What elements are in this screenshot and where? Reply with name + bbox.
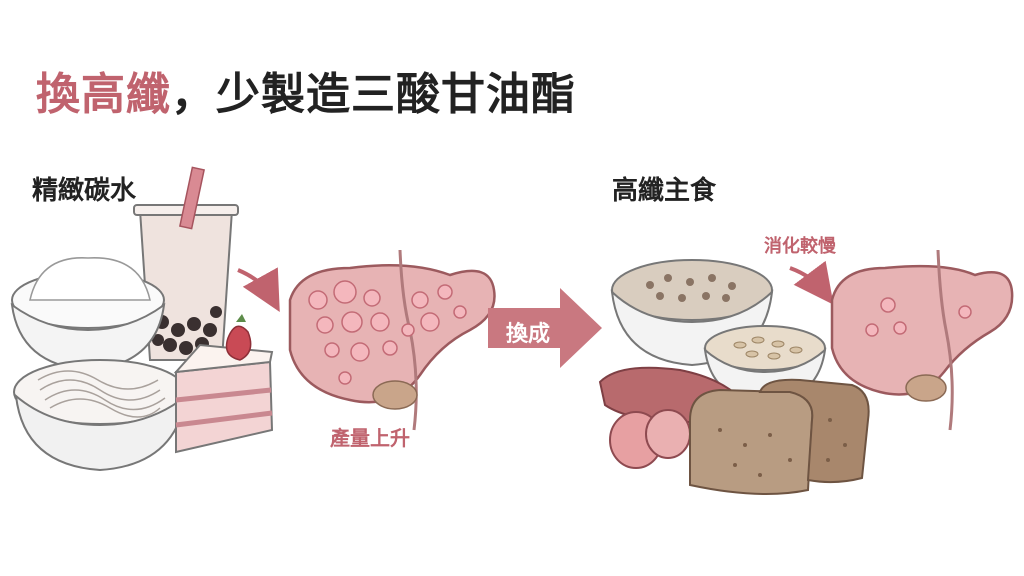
healthy-liver-icon [830,249,1014,431]
bubble-tea-icon [133,166,239,361]
title-separator: ， [171,69,216,120]
swap-arrow-label: 換成 [506,322,551,347]
slow-arrow-to-liver [789,260,834,305]
left-heading: 精緻碳水 [32,176,137,206]
title-highlight: 換高纖 [36,69,171,120]
page-title: 換高纖，少製造三酸甘油酯 [36,58,576,122]
noodle-bowl-icon [13,359,188,472]
fatty-liver-icon [288,249,496,431]
cake-icon [173,314,274,454]
rice-bowl-icon [10,257,166,372]
right-heading: 高纖主食 [612,176,717,206]
whole-grain-bread-icon [689,378,870,495]
swap-arrow [488,288,602,368]
right-caption: 消化較慢 [764,236,836,257]
left-caption: 產量上升 [330,426,410,450]
title-rest: 少製造三酸甘油酯 [216,69,576,120]
flow-arrow-to-liver [237,267,280,312]
